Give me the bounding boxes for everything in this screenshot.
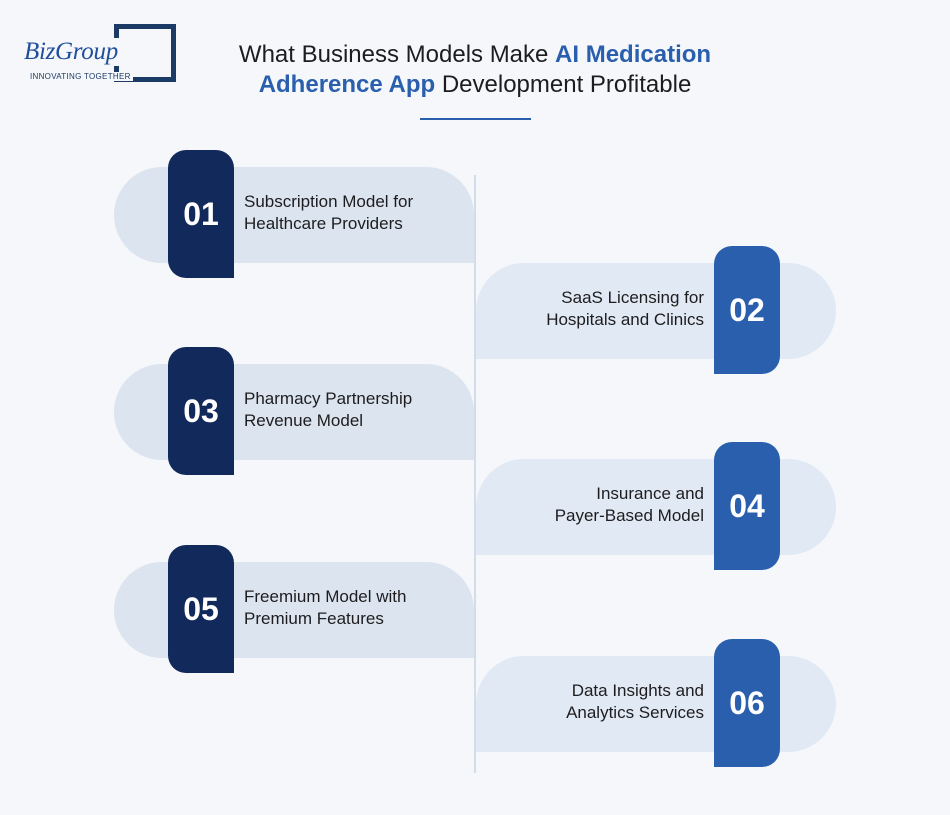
model-label: Pharmacy Partnership Revenue Model <box>244 388 464 432</box>
logo-tagline: INNOVATING TOGETHER <box>30 72 133 81</box>
bizgroup-logo: BizGroup INNOVATING TOGETHER <box>22 24 176 84</box>
title-highlight-2: Adherence App <box>258 71 436 98</box>
model-card-03: 03 Pharmacy Partnership Revenue Model <box>114 347 474 475</box>
model-number-badge: 01 <box>168 150 234 278</box>
title-part-1: What Business Models Make <box>238 41 556 68</box>
model-label: Freemium Model with Premium Features <box>244 586 464 630</box>
model-number-badge: 05 <box>168 545 234 673</box>
model-label-line-1: Insurance and <box>596 484 704 503</box>
model-label: Insurance and Payer-Based Model <box>484 483 704 527</box>
model-label-line-1: Subscription Model for <box>244 192 414 211</box>
model-label-line-1: Pharmacy Partnership <box>244 389 413 408</box>
model-number-badge: 04 <box>714 442 780 570</box>
model-label: Data Insights and Analytics Services <box>484 680 704 724</box>
model-label-line-1: SaaS Licensing for <box>561 288 704 307</box>
model-label: SaaS Licensing for Hospitals and Clinics <box>484 287 704 331</box>
model-label-line-2: Premium Features <box>244 609 384 628</box>
model-card-06: 06 Data Insights and Analytics Services <box>476 639 836 767</box>
model-card-05: 05 Freemium Model with Premium Features <box>114 545 474 673</box>
page-title: What Business Models Make AI Medication … <box>150 40 800 100</box>
model-label-line-2: Healthcare Providers <box>244 214 403 233</box>
model-number-badge: 03 <box>168 347 234 475</box>
model-label-line-2: Hospitals and Clinics <box>546 310 704 329</box>
model-label-line-1: Freemium Model with <box>244 587 407 606</box>
model-label-line-2: Payer-Based Model <box>554 506 704 525</box>
timeline-spine <box>474 175 476 773</box>
title-underline <box>420 118 531 120</box>
model-card-01: 01 Subscription Model for Healthcare Pro… <box>114 150 474 278</box>
logo-wordmark: BizGroup <box>24 38 120 66</box>
model-label-line-2: Revenue Model <box>244 411 364 430</box>
model-card-04: 04 Insurance and Payer-Based Model <box>476 442 836 570</box>
model-label: Subscription Model for Healthcare Provid… <box>244 191 464 235</box>
model-number-badge: 02 <box>714 246 780 374</box>
title-part-2: Development Profitable <box>435 71 692 98</box>
model-label-line-2: Analytics Services <box>566 703 704 722</box>
model-label-line-1: Data Insights and <box>571 681 704 700</box>
model-number-badge: 06 <box>714 639 780 767</box>
model-card-02: 02 SaaS Licensing for Hospitals and Clin… <box>476 246 836 374</box>
title-highlight-1: AI Medication <box>555 41 712 68</box>
